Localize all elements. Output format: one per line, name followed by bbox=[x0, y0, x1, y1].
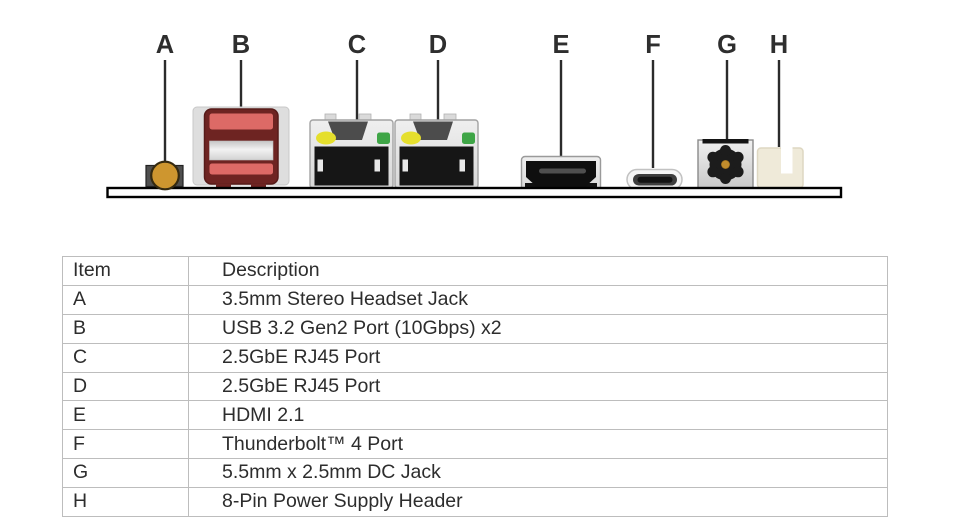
description-cell: 2.5GbE RJ45 Port bbox=[188, 371, 888, 402]
hdmi-slot bbox=[539, 168, 586, 174]
rj45-notch bbox=[402, 159, 408, 172]
port-b-usb-stack bbox=[192, 106, 290, 189]
yellow-led bbox=[316, 131, 336, 145]
description-cell: 2.5GbE RJ45 Port bbox=[188, 342, 888, 373]
table-row: E HDMI 2.1 bbox=[62, 400, 888, 431]
port-label-g: G bbox=[717, 31, 737, 59]
port-labels: A B C D E F G H bbox=[156, 31, 788, 59]
table-row: G 5.5mm x 2.5mm DC Jack bbox=[62, 458, 888, 489]
hdmi-opening bbox=[526, 161, 596, 187]
description-column-header: Description bbox=[188, 256, 888, 286]
port-label-b: B bbox=[232, 31, 250, 59]
rj45-notch bbox=[317, 159, 323, 172]
item-cell: A bbox=[62, 284, 189, 315]
port-label-h: H bbox=[770, 31, 788, 59]
item-cell: C bbox=[62, 342, 189, 373]
table-row: B USB 3.2 Gen2 Port (10Gbps) x2 bbox=[62, 313, 888, 344]
yellow-led bbox=[401, 131, 421, 145]
header-body bbox=[756, 147, 804, 189]
port-a-audio-jack bbox=[145, 160, 184, 191]
description-cell: 8-Pin Power Supply Header bbox=[188, 487, 888, 518]
description-cell: Thunderbolt™ 4 Port bbox=[188, 429, 888, 460]
table-row: A 3.5mm Stereo Headset Jack bbox=[62, 284, 888, 315]
port-e-hdmi bbox=[520, 155, 602, 192]
table-body: A 3.5mm Stereo Headset Jack B USB 3.2 Ge… bbox=[62, 284, 888, 518]
port-h-power-header bbox=[756, 147, 804, 189]
leader-lines bbox=[163, 60, 781, 168]
audio-jack-barrel bbox=[150, 160, 180, 191]
port-label-e: E bbox=[552, 31, 569, 59]
header-notch bbox=[781, 147, 793, 174]
description-cell: 3.5mm Stereo Headset Jack bbox=[188, 284, 888, 315]
item-cell: G bbox=[62, 458, 189, 489]
port-c-rj45 bbox=[309, 113, 394, 189]
item-cell: F bbox=[62, 429, 189, 460]
table-row: C 2.5GbE RJ45 Port bbox=[62, 342, 888, 373]
port-d-rj45 bbox=[394, 113, 479, 189]
description-cell: 5.5mm x 2.5mm DC Jack bbox=[188, 458, 888, 489]
usb-foot-left bbox=[216, 183, 231, 189]
item-cell: D bbox=[62, 371, 189, 402]
port-description-table: Item Description A 3.5mm Stereo Headset … bbox=[62, 256, 888, 518]
rj45-notch bbox=[459, 159, 465, 172]
dc-jack-top-bar bbox=[702, 139, 749, 144]
item-cell: B bbox=[62, 313, 189, 344]
rj45-latch-slot bbox=[413, 121, 453, 140]
usb-foot-right bbox=[251, 183, 266, 189]
port-label-f: F bbox=[645, 31, 661, 59]
item-column-header: Item bbox=[62, 256, 189, 286]
item-cell: E bbox=[62, 400, 189, 431]
green-led bbox=[377, 132, 390, 144]
description-cell: USB 3.2 Gen2 Port (10Gbps) x2 bbox=[188, 313, 888, 344]
rj45-latch-slot bbox=[328, 121, 368, 140]
item-cell: H bbox=[62, 487, 189, 518]
usb-tongue-bottom bbox=[209, 163, 273, 175]
usb-tongue-top bbox=[209, 113, 273, 130]
port-label-c: C bbox=[348, 31, 366, 59]
table-header: Item Description bbox=[62, 256, 888, 286]
green-led bbox=[462, 132, 475, 144]
table-row: F Thunderbolt™ 4 Port bbox=[62, 429, 888, 460]
port-f-usb-c bbox=[626, 168, 683, 191]
description-cell: HDMI 2.1 bbox=[188, 400, 888, 431]
usbc-slot bbox=[637, 176, 673, 183]
dc-jack-pin bbox=[720, 160, 730, 170]
table-row: H 8-Pin Power Supply Header bbox=[62, 487, 888, 518]
port-label-d: D bbox=[429, 31, 447, 59]
port-diagram: A B C D E F G H bbox=[106, 31, 843, 199]
board-edge bbox=[106, 186, 843, 199]
port-g-dc-jack bbox=[697, 139, 754, 191]
rj45-notch bbox=[374, 159, 380, 172]
table-row: D 2.5GbE RJ45 Port bbox=[62, 371, 888, 402]
port-label-a: A bbox=[156, 31, 174, 59]
usb-silver-bar bbox=[209, 140, 274, 161]
table-header-row: Item Description bbox=[62, 256, 888, 286]
